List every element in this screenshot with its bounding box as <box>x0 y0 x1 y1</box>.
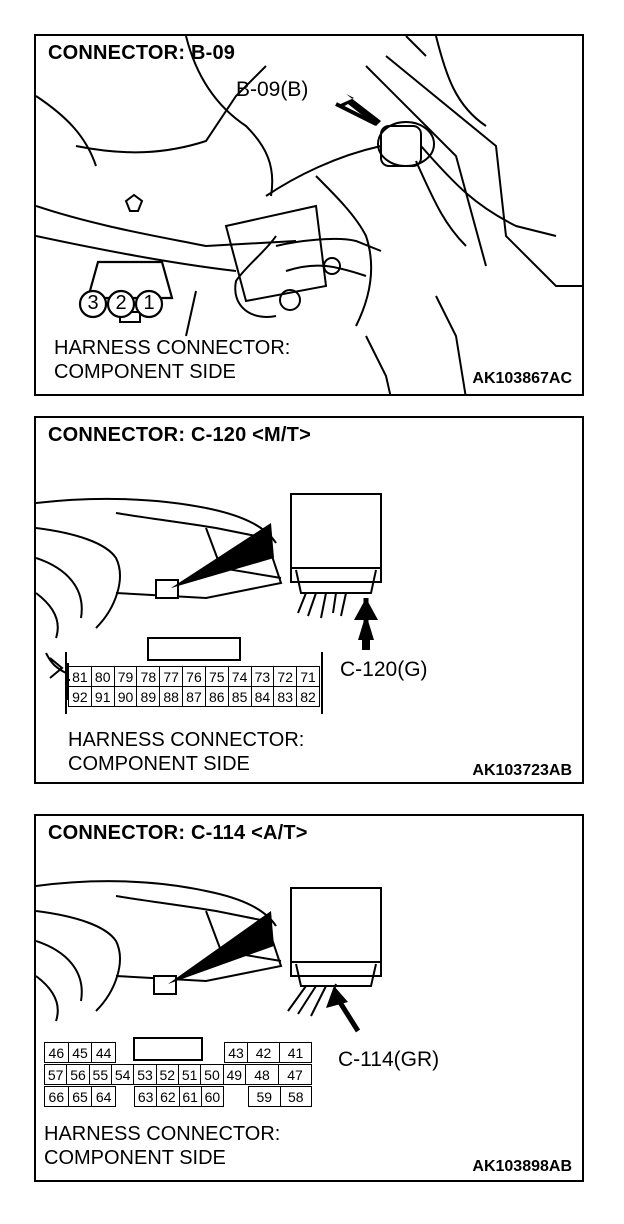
pin-row: 81 80 79 78 77 76 75 74 73 72 71 <box>68 666 320 687</box>
pin-row: 46 45 44 <box>44 1042 116 1063</box>
pin-cell: 72 <box>273 666 298 687</box>
pin-cell: 62 <box>156 1086 180 1107</box>
pin-cell: 50 <box>200 1064 224 1085</box>
pin-cell: 64 <box>91 1086 116 1107</box>
pin-cell: 92 <box>68 686 92 707</box>
pin-cell: 84 <box>250 686 275 707</box>
pin-cell: 65 <box>67 1086 93 1107</box>
connector-panel-c114: CONNECTOR: C-114 <A/T> C-114(GR) 46 45 4… <box>34 814 584 1182</box>
pin-cell: 91 <box>90 686 115 707</box>
harness-line-2: COMPONENT SIDE <box>68 753 250 775</box>
pin-cell: 57 <box>43 1064 68 1085</box>
pin-cell: 58 <box>279 1086 312 1107</box>
pin-cell: 78 <box>136 666 161 687</box>
pin-cell: 52 <box>155 1064 179 1085</box>
connector-panel-c120: CONNECTOR: C-120 <M/T> C-120(G) 81 80 79… <box>34 416 584 784</box>
pin-cell: 66 <box>44 1086 69 1107</box>
pin-cell: 83 <box>273 686 298 707</box>
pin-grid-right: 43 42 41 <box>224 1042 312 1063</box>
pin-label: 2 <box>115 292 127 314</box>
pin-cell: 60 <box>200 1086 225 1107</box>
pin-cell: 74 <box>227 666 252 687</box>
harness-line-1: HARNESS CONNECTOR: <box>44 1123 281 1145</box>
connector-callout: C-120(G) <box>340 658 428 681</box>
pin-cell: 55 <box>88 1064 112 1085</box>
figure-code: AK103898AB <box>472 1158 572 1175</box>
pin-cell: 77 <box>159 666 184 687</box>
harness-line-1: HARNESS CONNECTOR: <box>54 337 291 359</box>
pin-cell: 47 <box>278 1064 312 1085</box>
pin-cell: 79 <box>113 666 138 687</box>
figure-code: AK103867AC <box>472 370 572 387</box>
pin-row: 63 62 61 60 <box>133 1086 225 1107</box>
pin-cell: 42 <box>247 1042 280 1063</box>
pin-cell: 85 <box>227 686 252 707</box>
harness-side-label: HARNESS CONNECTOR: COMPONENT SIDE <box>54 336 290 384</box>
dashboard-illustration <box>36 880 382 1061</box>
harness-line-1: HARNESS CONNECTOR: <box>68 729 305 751</box>
pin-label: 3 <box>87 292 99 314</box>
figure-code: AK103723AB <box>472 762 572 779</box>
pin-cell: 73 <box>250 666 275 687</box>
pin-grid-left: 46 45 44 <box>44 1042 116 1063</box>
pin-grid-middle: 57 56 55 54 53 52 51 50 49 48 47 <box>43 1064 312 1085</box>
pin-cell: 45 <box>67 1042 93 1063</box>
connector-panel-b09: CONNECTOR: B-09 B-09(B) 3 2 1 HARNESS CO… <box>34 34 584 396</box>
harness-side-label: HARNESS CONNECTOR: COMPONENT SIDE <box>68 728 304 776</box>
pin-cell: 54 <box>110 1064 135 1085</box>
pin-row: 59 58 <box>248 1086 312 1107</box>
pin-cell: 90 <box>113 686 138 707</box>
pin-row: 66 65 64 <box>44 1086 116 1107</box>
pin-cell: 49 <box>222 1064 247 1085</box>
pin-cell: 86 <box>204 686 229 707</box>
pin-cell: 44 <box>91 1042 116 1063</box>
pin-grid-bottom-middle: 63 62 61 60 <box>133 1086 225 1107</box>
connector-callout: B-09(B) <box>236 78 309 101</box>
pin-cell: 82 <box>296 686 320 707</box>
connector-title: CONNECTOR: C-114 <A/T> <box>48 822 308 844</box>
pin-cell: 56 <box>66 1064 90 1085</box>
pin-cell: 46 <box>44 1042 69 1063</box>
pin-cell: 87 <box>182 686 206 707</box>
harness-line-2: COMPONENT SIDE <box>44 1147 226 1169</box>
pin-row: 43 42 41 <box>224 1042 312 1063</box>
pin-grid: 81 80 79 78 77 76 75 74 73 72 71 92 91 9… <box>68 666 320 707</box>
pin-cell: 53 <box>133 1064 157 1085</box>
pin-cell: 81 <box>68 666 92 687</box>
engine-bay-illustration <box>36 36 582 394</box>
pin-row: 92 91 90 89 88 87 86 85 84 83 82 <box>68 686 320 707</box>
pin-grid-bottom-right: 59 58 <box>248 1086 312 1107</box>
pin-cell: 51 <box>177 1064 202 1085</box>
pin-cell: 59 <box>248 1086 281 1107</box>
pin-cell: 61 <box>178 1086 202 1107</box>
dashboard-illustration <box>36 493 382 714</box>
pin-cell: 88 <box>159 686 184 707</box>
connector-callout: C-114(GR) <box>338 1048 440 1071</box>
pin-cell: 43 <box>224 1042 248 1063</box>
pin-cell: 76 <box>182 666 206 687</box>
connector-title: CONNECTOR: B-09 <box>48 42 236 64</box>
harness-side-label: HARNESS CONNECTOR: COMPONENT SIDE <box>44 1122 280 1170</box>
pin-cell: 75 <box>204 666 229 687</box>
harness-line-2: COMPONENT SIDE <box>54 361 236 383</box>
pin-cell: 71 <box>296 666 320 687</box>
connector-title: CONNECTOR: C-120 <M/T> <box>48 424 311 446</box>
pin-cell: 89 <box>136 686 161 707</box>
pin-row: 57 56 55 54 53 52 51 50 49 48 47 <box>43 1064 312 1085</box>
pin-label: 1 <box>143 292 155 314</box>
pin-cell: 80 <box>90 666 115 687</box>
pin-cell: 41 <box>279 1042 312 1063</box>
pin-cell: 48 <box>245 1064 279 1085</box>
pin-grid-bottom-left: 66 65 64 <box>44 1086 116 1107</box>
pin-cell: 63 <box>133 1086 158 1107</box>
